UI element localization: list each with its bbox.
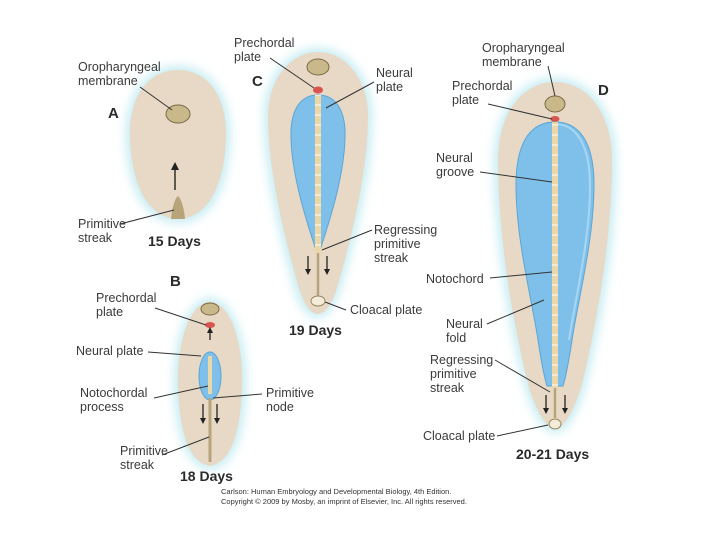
label-d-oropharyngeal-1: Oropharyngeal (482, 41, 565, 55)
label-d-fold-2: fold (446, 331, 466, 345)
label-c-neural-2: plate (376, 80, 403, 94)
label-c-prechordal-2: plate (234, 50, 261, 64)
label-d-prechordal-1: Prechordal (452, 79, 512, 93)
arrowhead-c-right (324, 269, 330, 275)
label-b-node-1: Primitive (266, 386, 314, 400)
label-c-regressing-1: Regressing (374, 223, 437, 237)
arrowhead-b-left (200, 418, 206, 424)
label-d-regressing-2: primitive (430, 367, 477, 381)
embryo-a-disc (129, 70, 227, 219)
leader-d-regressing (494, 359, 551, 393)
oropharyngeal-membrane-b (200, 302, 220, 316)
label-c-neural-1: Neural (376, 66, 413, 80)
notochordal-process-b (208, 356, 212, 394)
leader-c-prechordal (269, 57, 315, 89)
prechordal-plate-c (313, 86, 323, 94)
leader-c-regressing (321, 229, 373, 251)
leader-a-membrane (139, 86, 173, 111)
label-c-regressing-2: primitive (374, 237, 421, 251)
label-b-notochordal-2: process (80, 400, 124, 414)
cloacal-plate-c (310, 295, 326, 307)
leader-b-neural-plate (147, 351, 202, 357)
days-b: 18 Days (180, 468, 233, 484)
panel-b (173, 298, 247, 470)
prechordal-plate-b (205, 322, 215, 328)
leader-b-prechordal (154, 307, 207, 326)
arrowhead-b-up (207, 327, 213, 333)
label-d-notochord: Notochord (426, 272, 484, 286)
panel-letter-b: B (170, 273, 181, 290)
panel-letter-c: C (252, 73, 263, 90)
notochord-d-segments (552, 122, 558, 388)
leader-c-neural-plate (325, 81, 375, 109)
label-b-prechordal-1: Prechordal (96, 291, 156, 305)
credit-line-1: Carlson: Human Embryology and Developmen… (221, 487, 451, 496)
arrowhead-d-left (543, 408, 549, 414)
growth-arrowhead-a (171, 162, 179, 170)
cloacal-plate-d (548, 418, 562, 430)
panel-a (125, 66, 231, 223)
arrowhead-d-right (562, 408, 568, 414)
days-c: 19 Days (289, 322, 342, 338)
leader-d-notochord (489, 271, 553, 279)
panel-c (264, 48, 372, 318)
arrowhead-c-left (305, 269, 311, 275)
prechordal-plate-d (550, 116, 560, 122)
label-d-cloacal: Cloacal plate (423, 429, 495, 443)
leader-lines (119, 57, 556, 456)
panel-letter-d: D (598, 82, 609, 99)
label-a-streak-2: streak (78, 231, 113, 245)
leader-d-membrane (547, 65, 556, 97)
days-a: 15 Days (148, 233, 201, 249)
label-d-fold-1: Neural (446, 317, 483, 331)
panel-letter-a: A (108, 105, 119, 122)
oropharyngeal-membrane-d (544, 95, 566, 113)
oropharyngeal-membrane-c (306, 58, 330, 76)
label-b-prechordal-2: plate (96, 305, 123, 319)
label-a-streak-1: Primitive (78, 217, 126, 231)
labels: Oropharyngeal membrane A Primitive strea… (76, 36, 609, 506)
leader-d-cloacal (496, 424, 549, 437)
credit-line-2: Copyright © 2009 by Mosby, an imprint of… (221, 497, 467, 506)
leader-d-fold (486, 299, 545, 325)
days-d: 20-21 Days (516, 446, 589, 462)
leader-b-streak (161, 436, 210, 456)
label-a-oropharyngeal-1: Oropharyngeal (78, 60, 161, 74)
leader-d-prechordal (487, 103, 553, 120)
leader-d-groove (479, 171, 553, 183)
notochord-c-segments (315, 95, 321, 253)
arrowhead-b-right (214, 418, 220, 424)
label-b-streak-1: Primitive (120, 444, 168, 458)
label-d-regressing-3: streak (430, 381, 465, 395)
panel-d (494, 78, 616, 433)
neural-fold-d (554, 123, 592, 341)
leader-b-node (212, 393, 263, 399)
label-d-groove-2: groove (436, 165, 474, 179)
label-a-oropharyngeal-2: membrane (78, 74, 138, 88)
leader-a-streak (119, 209, 175, 225)
label-d-regressing-1: Regressing (430, 353, 493, 367)
primitive-streak-a (171, 196, 185, 219)
label-d-prechordal-2: plate (452, 93, 479, 107)
label-b-neural-plate: Neural plate (76, 344, 143, 358)
label-b-node-2: node (266, 400, 294, 414)
label-b-notochordal-1: Notochordal (80, 386, 147, 400)
label-d-oropharyngeal-2: membrane (482, 55, 542, 69)
label-c-regressing-3: streak (374, 251, 409, 265)
leader-c-cloacal (324, 301, 347, 311)
label-c-cloacal: Cloacal plate (350, 303, 422, 317)
label-c-prechordal-1: Prechordal (234, 36, 294, 50)
label-d-groove-1: Neural (436, 151, 473, 165)
label-b-streak-2: streak (120, 458, 155, 472)
leader-b-notochordal (153, 385, 209, 399)
